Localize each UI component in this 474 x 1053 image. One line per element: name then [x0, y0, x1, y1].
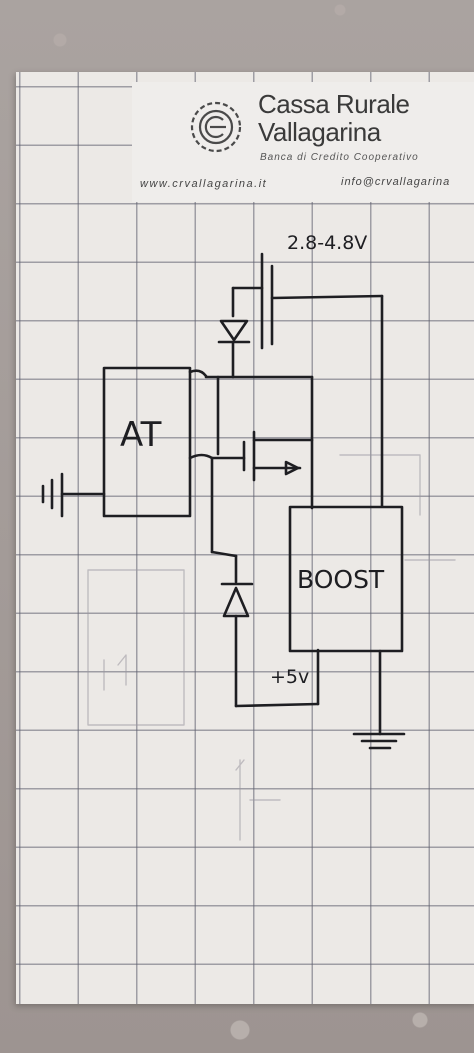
boost-label: BOOST: [297, 565, 385, 594]
letterhead-band: [132, 82, 474, 202]
lower-diode-symbol: [220, 554, 254, 708]
graph-paper-sheet: [16, 72, 474, 1004]
ground-left-symbol: [41, 472, 106, 518]
show-through-marks: [87, 454, 456, 841]
top-diode-symbol: [217, 319, 251, 379]
letterhead-subtitle: Banca di Credito Cooperativo: [260, 152, 419, 163]
middle-transistor-symbol: [188, 430, 314, 482]
output-voltage-label: +5v: [270, 666, 309, 688]
bank-name-line1: Cassa Rurale: [258, 89, 410, 119]
boost-converter-box: [288, 505, 404, 653]
at-pin-hop: [188, 369, 208, 378]
chip-label: AT: [120, 415, 162, 455]
at-gate-hop: [188, 453, 214, 460]
supply-voltage-label: 2.8-4.8V: [287, 232, 367, 254]
bank-logo-icon: [190, 101, 242, 153]
at-chip-box: [102, 366, 192, 518]
letterhead-email: info@crvallagarina: [341, 176, 451, 188]
bank-name-line2: Vallagarina: [258, 117, 381, 147]
top-transistor-symbol: [231, 252, 384, 508]
letterhead-bank-name: Cassa Rurale Vallagarina: [258, 90, 410, 146]
letterhead-website: www.crvallagarina.it: [140, 178, 268, 190]
ground-right-symbol: [352, 732, 406, 750]
